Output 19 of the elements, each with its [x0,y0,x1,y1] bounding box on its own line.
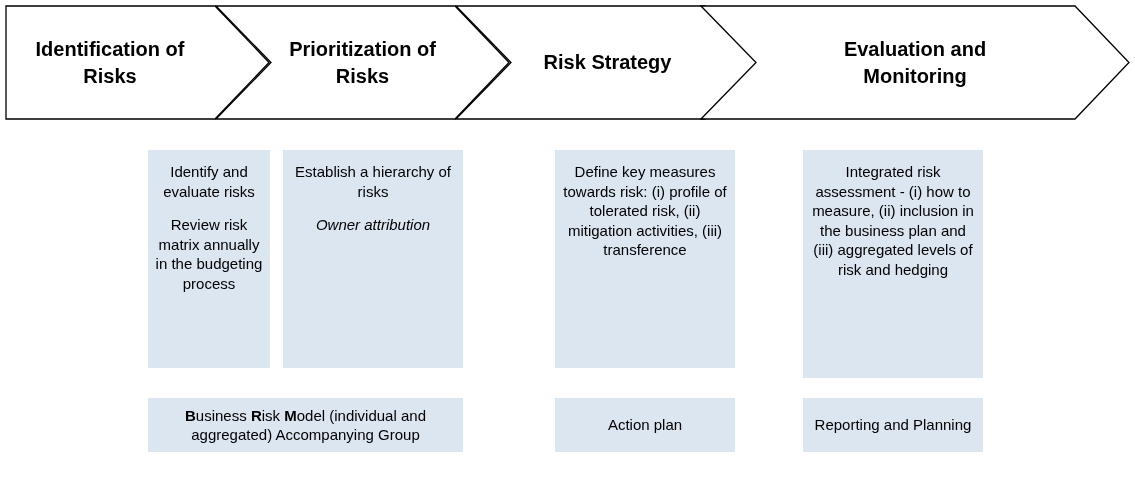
card-text: Review risk matrix annually in the budgeting process [154,215,264,293]
card-text: Action plan [607,415,683,435]
step-card [148,150,270,368]
card-text: Define key measures towards risk: (i) profile of tolerated risk, (ii) mitigation activities, (iii) transference [562,162,728,260]
step-card [148,398,463,452]
stage-title: Risk Strategy [543,50,672,75]
stage-title: Prioritization of Risks [288,36,437,89]
card-text: Owner attribution [315,215,431,235]
card-text: Establish a hierarchy of risks [294,162,452,201]
card-text: Business Risk Model (individual and aggregated) Accompanying Group [184,405,427,445]
step-card [283,150,463,368]
card-text: Integrated risk assessment - (i) how to measure, (ii) inclusion in the business plan and (iii) aggregated levels of risk and hedging [811,162,975,279]
card-text: Reporting and Planning [814,415,972,435]
step-card [803,150,983,378]
step-card [555,150,735,368]
stage-title: Evaluation and Monitoring [842,36,988,89]
step-card [803,398,983,452]
step-card [555,398,735,452]
card-text: Identify and evaluate risks [162,162,256,201]
